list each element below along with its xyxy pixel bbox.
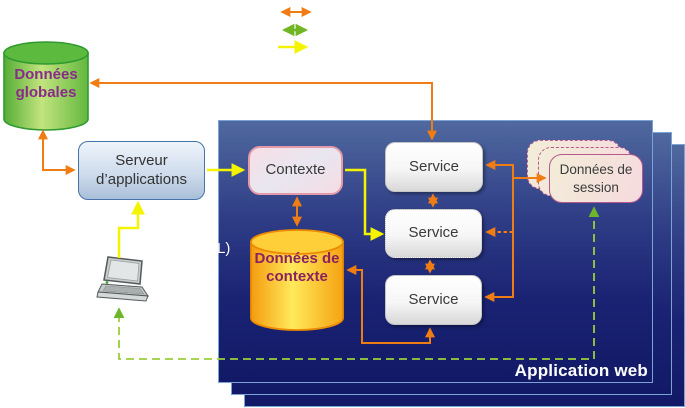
partial-text: L): [217, 240, 231, 257]
session-data-label: Données de session: [559, 161, 633, 195]
app-server-label: Serveur d’applications: [96, 151, 187, 188]
panel-title: Application web: [514, 361, 648, 380]
context-label: Contexte: [265, 161, 326, 179]
service-box-2: Service: [385, 209, 482, 258]
service-label: Service: [408, 290, 459, 308]
context-data-label: Données de contexte: [254, 250, 340, 285]
global-data-database: Données globales: [1, 40, 91, 132]
global-data-label: Données globales: [14, 66, 78, 101]
service-label: Service: [408, 157, 460, 175]
database-cylinder-icon: [3, 41, 89, 131]
client-computer-icon: [96, 256, 150, 306]
service-box-3: Service: [385, 275, 482, 325]
session-data-box: Données de session: [549, 154, 643, 203]
app-server-box: Serveur d’applications: [78, 141, 205, 200]
service-box-1: Service: [385, 142, 483, 192]
context-data-database: Données de contexte: [249, 228, 345, 332]
service-label: Service: [408, 224, 459, 242]
context-box: Contexte: [248, 146, 343, 195]
